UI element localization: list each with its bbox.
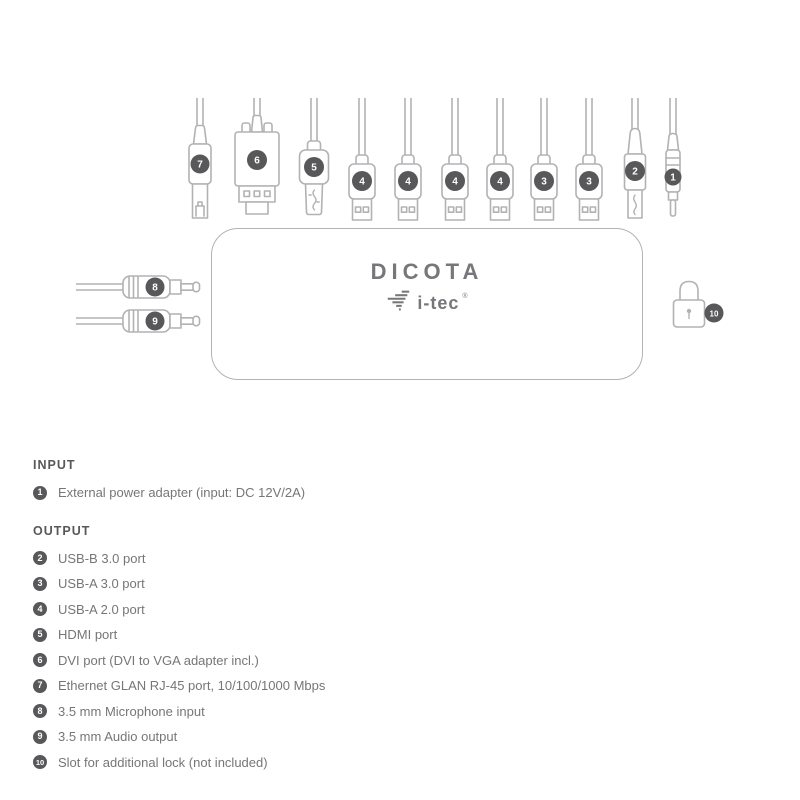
- connector-usb-a-2-0-4: 4: [344, 97, 380, 227]
- svg-text:10: 10: [710, 309, 719, 318]
- connector-ethernet-rj45-7: 7: [180, 97, 220, 227]
- legend-item: 10 Slot for additional lock (not included…: [33, 750, 653, 776]
- dicota-logo: DICOTA: [370, 259, 484, 284]
- item-text: USB-A 3.0 port: [58, 576, 145, 592]
- connector-usb-a-2-0-4: 4: [390, 97, 426, 227]
- legend: INPUT 1 External power adapter (input: DC …: [33, 458, 653, 775]
- legend-item: 3 USB-A 3.0 port: [33, 571, 653, 597]
- item-text: Slot for additional lock (not included): [58, 754, 268, 770]
- item-number-badge: 9: [33, 729, 47, 744]
- connector-usb-b-3-0-2: 2: [615, 97, 655, 227]
- itec-logo-text: i-tec: [417, 293, 460, 313]
- legend-item: 2 USB-B 3.0 port: [33, 546, 653, 572]
- svg-text:4: 4: [497, 176, 503, 187]
- item-number-badge: 8: [33, 704, 47, 719]
- connector-dvi-6: 6: [227, 97, 287, 227]
- connector-usb-a-2-0-4: 4: [482, 97, 518, 227]
- itec-logo: i-tec ®: [212, 289, 642, 318]
- registered-trademark-mark: ®: [462, 293, 468, 300]
- svg-text:1: 1: [670, 172, 676, 183]
- legend-section-title: INPUT: [33, 458, 76, 472]
- svg-text:2: 2: [632, 166, 638, 177]
- item-text: USB-B 3.0 port: [58, 550, 146, 566]
- legend-section-output: OUTPUT 2 USB-B 3.0 port 3 USB-A 3.0 port 4 USB…: [33, 524, 653, 776]
- legend-item: 4 USB-A 2.0 port: [33, 597, 653, 623]
- item-text: HDMI port: [58, 627, 118, 643]
- item-number-badge: 4: [33, 602, 47, 617]
- connector-dc-power-1: 1: [659, 97, 687, 227]
- item-number-badge: 1: [33, 485, 47, 500]
- item-number-badge: 6: [33, 653, 47, 668]
- svg-text:3: 3: [586, 176, 592, 187]
- svg-text:7: 7: [197, 159, 203, 170]
- legend-section-input: INPUT 1 External power adapter (input: DC …: [33, 458, 653, 506]
- item-number-badge: 10: [33, 755, 47, 770]
- connector-usb-a-3-0-3: 3: [571, 97, 607, 227]
- svg-text:5: 5: [311, 162, 317, 173]
- svg-text:8: 8: [152, 282, 158, 293]
- svg-text:3: 3: [541, 176, 547, 187]
- item-number-badge: 3: [33, 576, 47, 591]
- itec-swoosh-icon: [384, 289, 412, 318]
- item-text: 3.5 mm Audio output: [58, 729, 178, 745]
- connector-microphone-3-5mm-8: 8: [75, 267, 206, 312]
- legend-item: 8 3.5 mm Microphone input: [33, 699, 653, 725]
- item-number-badge: 7: [33, 678, 47, 693]
- legend-item: 9 3.5 mm Audio output: [33, 724, 653, 750]
- item-text: External power adapter (input: DC 12V/2A…: [58, 485, 306, 501]
- connector-usb-a-2-0-4: 4: [437, 97, 473, 227]
- svg-text:9: 9: [152, 316, 158, 327]
- docking-station-body: DICOTA i-tec ®: [211, 228, 643, 380]
- legend-item: 6 DVI port (DVI to VGA adapter incl.): [33, 648, 653, 674]
- connector-audio-out-3-5mm-9: 9: [75, 301, 206, 346]
- item-text: Ethernet GLAN RJ-45 port, 10/100/1000 Mb…: [58, 678, 326, 694]
- item-text: DVI port (DVI to VGA adapter incl.): [58, 652, 259, 668]
- connector-usb-a-3-0-3: 3: [526, 97, 562, 227]
- legend-item: 1 External power adapter (input: DC 12V/2…: [33, 480, 653, 506]
- item-number-badge: 5: [33, 627, 47, 642]
- item-text: USB-A 2.0 port: [58, 601, 145, 617]
- legend-item: 7 Ethernet GLAN RJ-45 port, 10/100/1000 M…: [33, 673, 653, 699]
- svg-text:4: 4: [359, 176, 365, 187]
- legend-section-title: OUTPUT: [33, 523, 91, 538]
- svg-text:4: 4: [452, 176, 458, 187]
- legend-item: 5 HDMI port: [33, 622, 653, 648]
- connector-hdmi-5: 5: [292, 97, 336, 227]
- security-lock: 10: [666, 276, 746, 337]
- svg-text:6: 6: [254, 155, 260, 166]
- svg-text:4: 4: [405, 176, 411, 187]
- item-number-badge: 2: [33, 551, 47, 566]
- item-text: 3.5 mm Microphone input: [58, 703, 205, 719]
